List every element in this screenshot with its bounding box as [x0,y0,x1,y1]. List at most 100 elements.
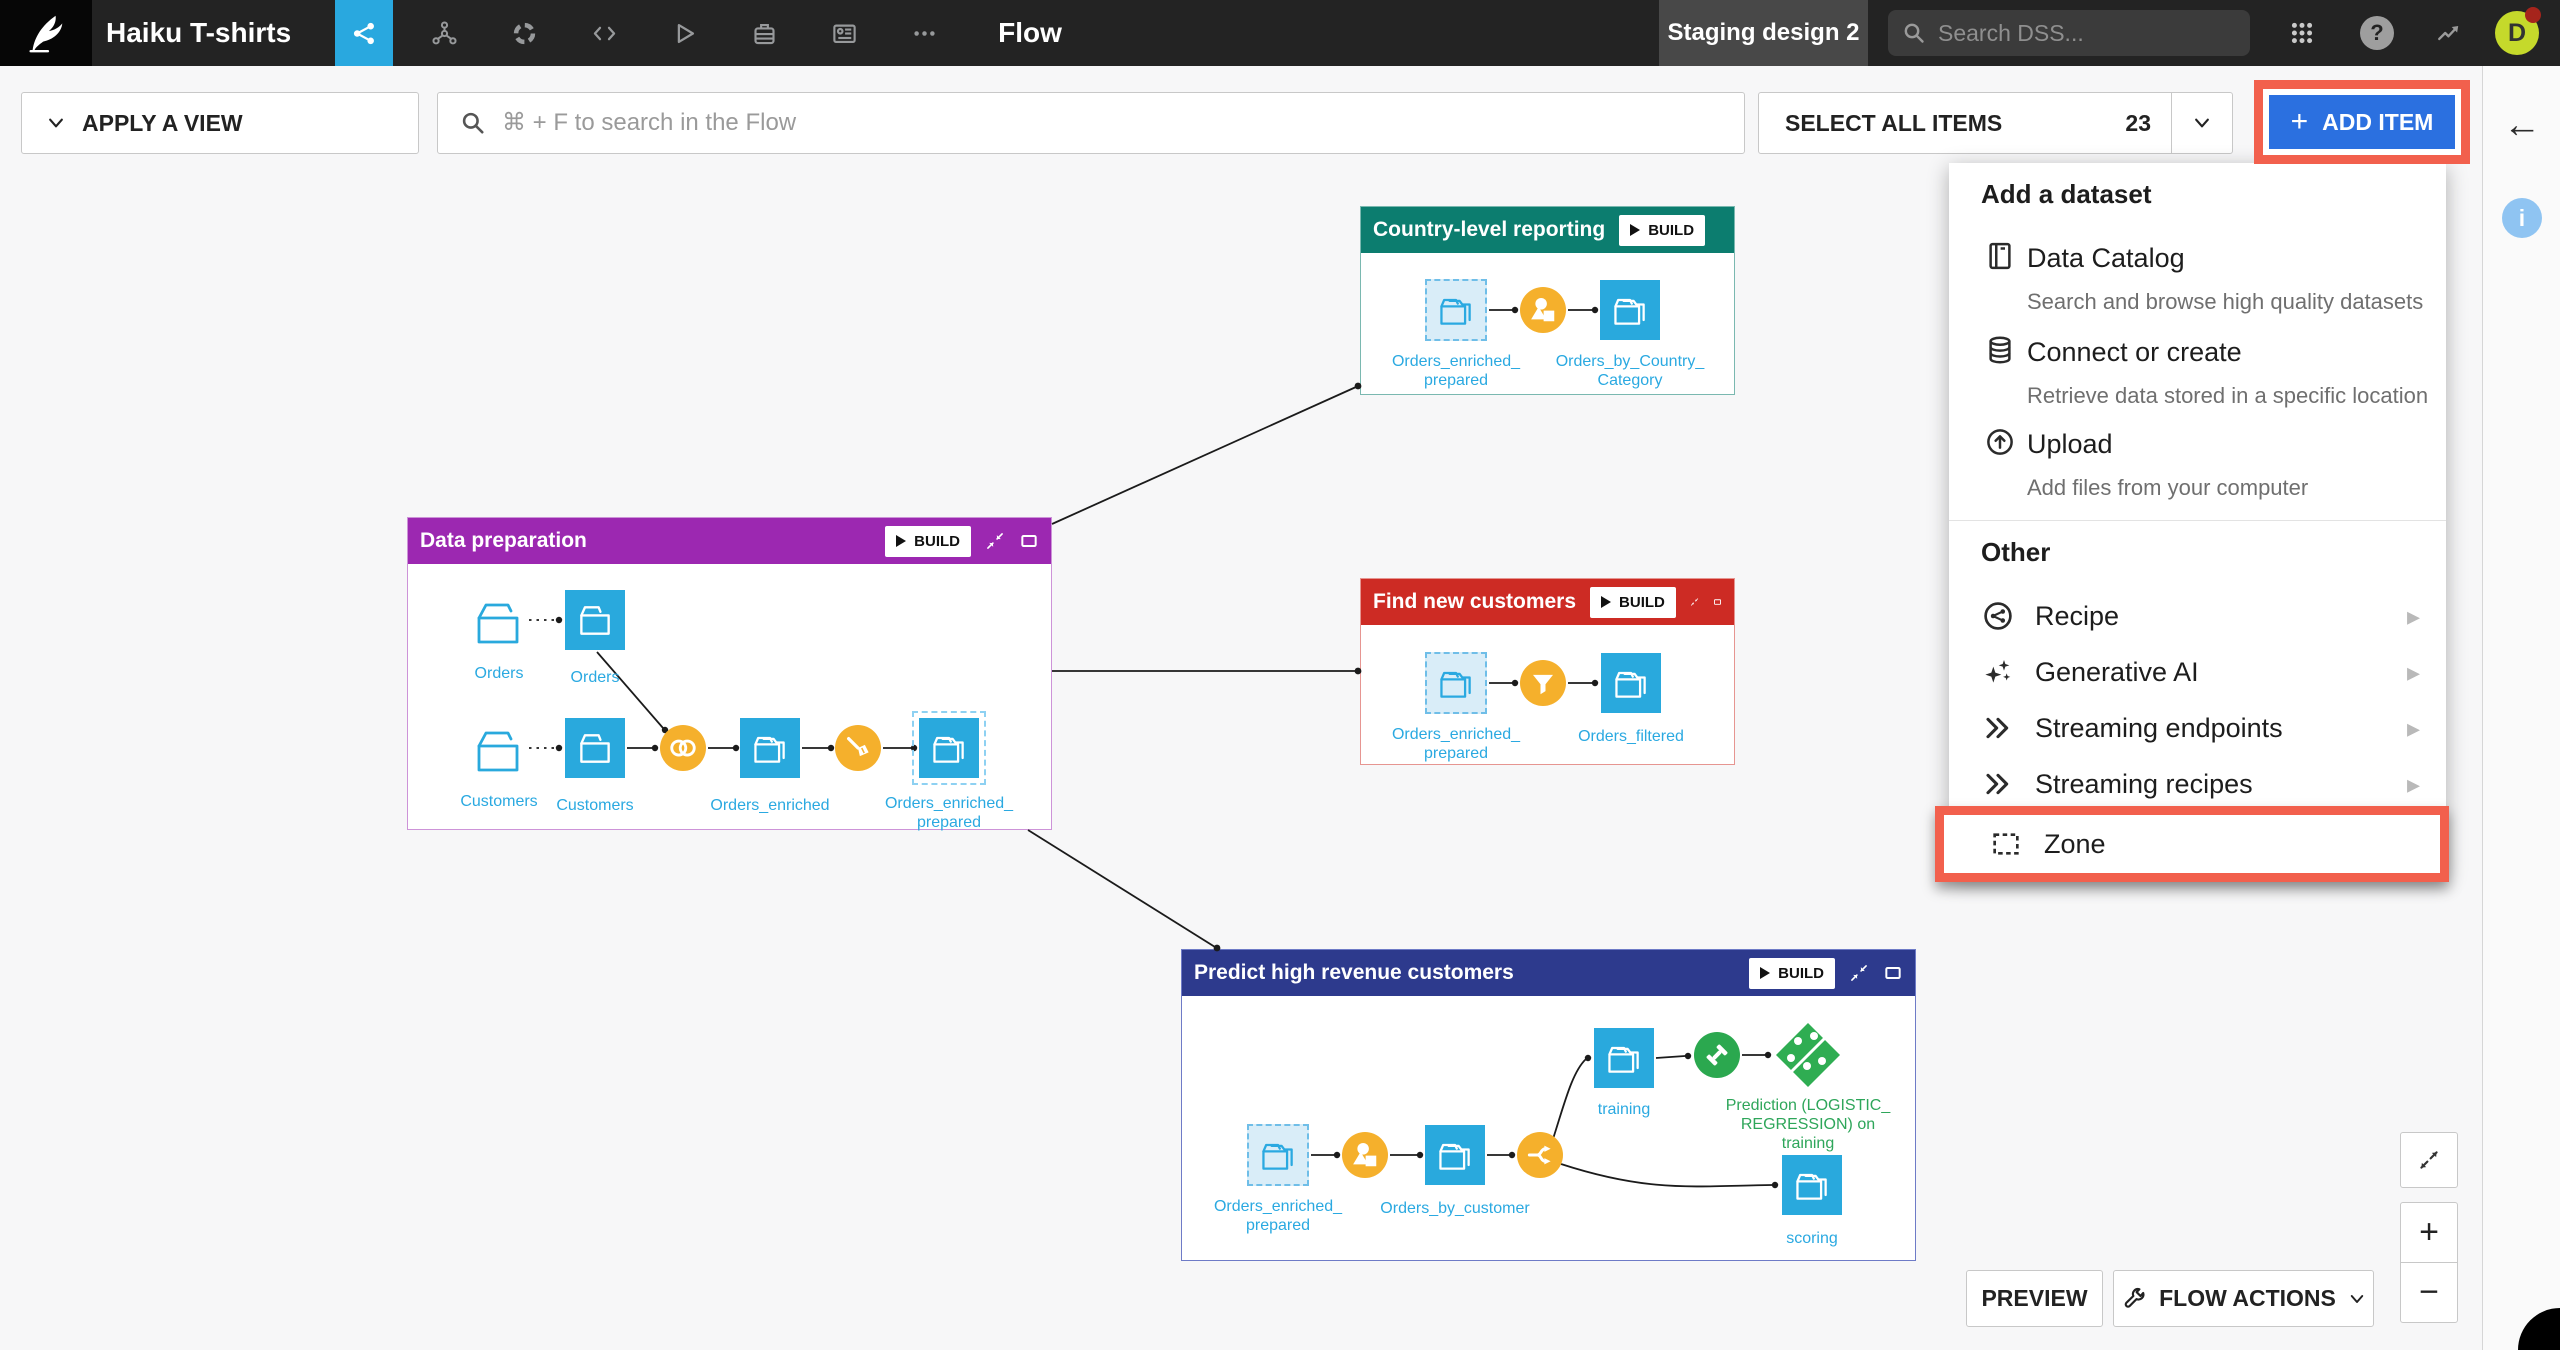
more-menu[interactable] [892,0,956,66]
zone-title: Country-level reporting [1373,218,1606,241]
filter-recipe-node[interactable] [1520,660,1566,706]
apps-grid-button[interactable] [2274,0,2330,66]
dataset-label: Orders_by_Country_Category [1555,353,1705,389]
tab-code[interactable] [572,0,636,66]
page-title: Flow [998,17,1062,48]
help-button[interactable]: ? [2349,0,2405,66]
menu-item-upload[interactable]: Upload [2027,429,2113,459]
collapse-panel-button[interactable]: ← [2503,104,2541,146]
shared-dataset-node-orders-enriched-prepared[interactable] [1425,652,1487,714]
zoom-out-button[interactable]: − [2400,1262,2458,1323]
zone-window-icon[interactable] [1713,592,1722,612]
dataset-folder-icon [1436,663,1476,703]
add-item-button[interactable]: + ADD ITEM [2269,95,2455,149]
menu-item-connect-or-create[interactable]: Connect or create [2027,337,2242,367]
tab-analyses[interactable] [412,0,476,66]
menu-item-generative-ai[interactable]: Generative AI ▸ [1949,645,2446,699]
user-avatar[interactable]: D [2495,7,2541,55]
collapse-zone-icon[interactable] [1849,963,1869,983]
dataset-node-orders-by-customer[interactable] [1425,1125,1485,1185]
zone-header[interactable]: Data preparation BUILD [408,518,1051,564]
menu-item-data-catalog[interactable]: Data Catalog [2027,243,2185,273]
dss-search[interactable] [1888,10,2250,56]
group-recipe-node[interactable] [1520,287,1566,333]
folder-icon [473,724,525,776]
dataset-node-customers[interactable] [565,718,625,778]
dataset-node-orders-enriched[interactable] [740,718,800,778]
add-item-highlight-annotation: + ADD ITEM [2254,80,2470,164]
zone-header[interactable]: Predict high revenue customers BUILD [1182,950,1915,996]
preview-button[interactable]: PREVIEW [1966,1270,2103,1327]
dataiku-logo[interactable] [0,0,92,66]
folder-icon [473,596,525,648]
dataset-folder-icon [1792,1165,1832,1205]
button-divider [2171,93,2172,153]
info-button[interactable]: i [2502,198,2542,238]
env-label[interactable]: Staging design 2 [1659,0,1868,66]
shared-dataset-node-orders-enriched-prepared[interactable] [1247,1124,1309,1186]
dataset-folder-icon [1604,1038,1644,1078]
saved-model-node[interactable] [1770,1017,1846,1093]
prepare-recipe-node[interactable] [835,725,881,771]
zone-highlight-annotation: Zone [1935,806,2449,882]
dataset-node-orders-by-country-category[interactable] [1600,280,1660,340]
managed-folder-node-customers[interactable] [471,722,527,778]
split-recipe-node[interactable] [1517,1132,1563,1178]
flow-search-box[interactable] [437,92,1745,154]
zoom-in-button[interactable]: + [2400,1202,2458,1263]
whats-new-button[interactable] [2421,0,2477,66]
menu-divider [1949,520,2446,521]
group-recipe-icon [1350,1140,1380,1170]
tab-dashboards[interactable] [812,0,876,66]
apply-a-view-button[interactable]: APPLY A VIEW [21,92,419,154]
dataset-label: Orders_enriched [710,797,830,814]
managed-folder-node-orders[interactable] [471,594,527,650]
menu-item-recipe[interactable]: Recipe ▸ [1949,589,2446,643]
train-recipe-node[interactable] [1694,1032,1740,1078]
plus-icon: + [2290,105,2309,138]
zone-window-icon[interactable] [1883,963,1903,983]
select-all-items-button[interactable]: SELECT ALL ITEMS 23 [1758,92,2233,154]
zone-build-button[interactable]: BUILD [1590,586,1676,618]
model-diamond-icon [1776,1023,1840,1087]
zone-window-icon[interactable] [1019,531,1039,551]
collapse-zone-icon[interactable] [985,531,1005,551]
project-title[interactable]: Haiku T-shirts [106,17,292,48]
dataset-node-orders[interactable] [565,590,625,650]
apply-a-view-label: APPLY A VIEW [82,109,243,136]
menu-item-desc: Add files from your computer [2027,475,2309,500]
menu-item-label: Streaming recipes [2035,768,2253,799]
trend-arrow-icon [2436,20,2462,46]
dataset-node-training[interactable] [1594,1028,1654,1088]
menu-item-zone[interactable]: Zone [1944,815,2440,873]
zone-build-button[interactable]: BUILD [1619,214,1706,246]
dataset-label: Orders_enriched_prepared [1391,353,1521,389]
join-recipe-node[interactable] [660,725,706,771]
tab-flow[interactable] [335,0,393,66]
tab-deployer[interactable] [732,0,796,66]
dataset-folder-icon [1610,290,1650,330]
dataset-node-scoring[interactable] [1782,1155,1842,1215]
menu-item-streaming-recipes[interactable]: Streaming recipes ▸ [1949,757,2446,811]
select-all-chevron[interactable] [2172,113,2232,133]
tab-jobs[interactable] [652,0,716,66]
dataset-node-orders-filtered[interactable] [1601,653,1661,713]
menu-item-streaming-endpoints[interactable]: Streaming endpoints ▸ [1949,701,2446,755]
zone-country-level-reporting[interactable]: Country-level reporting BUILD [1360,206,1735,395]
zone-header[interactable]: Country-level reporting BUILD [1361,207,1734,253]
dataset-node-orders-enriched-prepared[interactable] [912,711,986,785]
shared-dataset-node-orders-enriched-prepared[interactable] [1425,279,1487,341]
tab-notebooks[interactable] [492,0,556,66]
collapse-zone-icon[interactable] [1690,592,1699,612]
zone-build-button[interactable]: BUILD [1749,957,1835,989]
zone-header[interactable]: Find new customers BUILD [1361,579,1734,625]
dataset-folder-icon [1436,290,1476,330]
fit-to-screen-button[interactable] [2400,1132,2458,1188]
group-recipe-node[interactable] [1342,1132,1388,1178]
menu-section-title: Add a dataset [1981,179,2152,209]
dss-search-input[interactable] [1936,18,2236,48]
zone-build-button[interactable]: BUILD [885,525,971,557]
flow-search-input[interactable] [500,108,1744,138]
flow-actions-button[interactable]: FLOW ACTIONS [2113,1270,2374,1327]
